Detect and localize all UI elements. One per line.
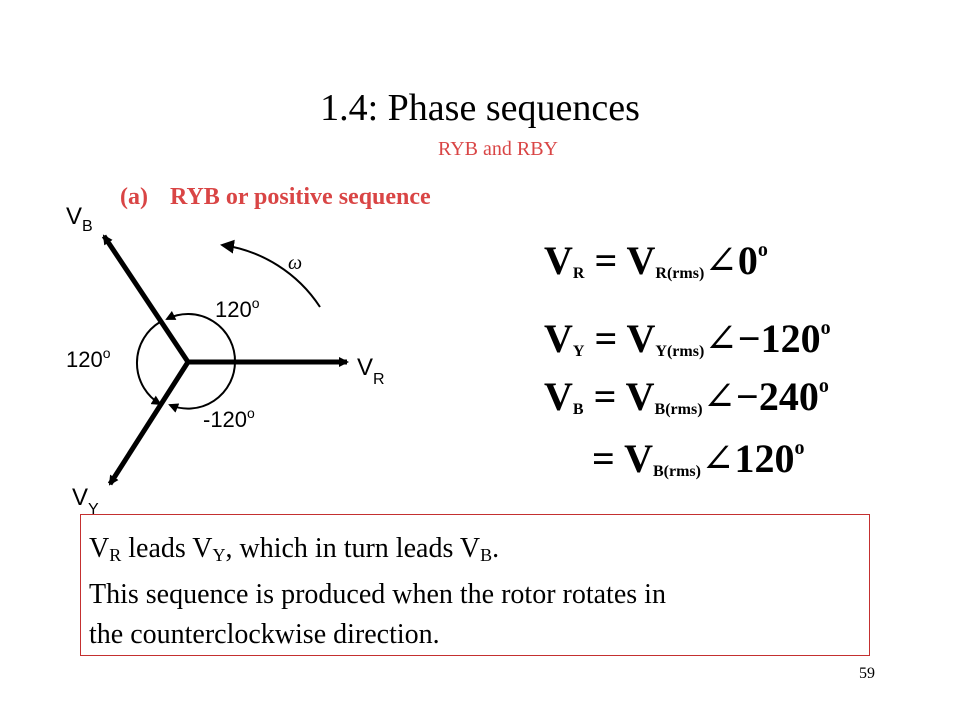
- angle-symbol: ∠: [704, 238, 738, 283]
- note-sub: Y: [212, 545, 226, 565]
- eq-rhs: V: [626, 316, 656, 361]
- eq-angle: 0: [737, 238, 758, 283]
- eq-rhs-sub: B(rms): [654, 401, 703, 418]
- eq-rhs-sub: Y(rms): [655, 343, 705, 360]
- eq-lhs-sub: R: [572, 265, 585, 282]
- note-sub: B: [480, 545, 493, 565]
- page-number: 59: [859, 665, 875, 682]
- note-text: .: [492, 533, 500, 564]
- eq-degree: o: [757, 239, 768, 261]
- eq-lhs: V: [544, 374, 573, 419]
- eq-degree: o: [820, 317, 831, 339]
- slide-title: 1.4: Phase sequences: [320, 87, 640, 129]
- phasor-vb-arrow: [101, 234, 191, 364]
- note-line-1: VR leads VY, which in turn leads VB.: [89, 529, 869, 575]
- eq-lhs: V: [544, 238, 573, 283]
- sequence-heading: (a) RYB or positive sequence: [120, 184, 431, 211]
- slide-subtitle: RYB and RBY: [437, 138, 559, 160]
- angle-symbol: ∠: [704, 316, 738, 361]
- note-text: leads V: [121, 533, 213, 564]
- label-omega: ω: [288, 252, 302, 274]
- eq-rhs: V: [625, 374, 655, 419]
- label-vr: VR: [357, 354, 385, 388]
- eq-degree: o: [794, 437, 805, 459]
- angle-arc-upper: [165, 310, 237, 363]
- heading-tag: (a): [120, 184, 148, 210]
- eq-rhs: V: [626, 238, 656, 283]
- heading-text: RYB or positive sequence: [169, 184, 431, 210]
- eq-angle: −120: [737, 316, 821, 361]
- angle-arc-left: [135, 321, 162, 406]
- angle-symbol: ∠: [700, 436, 735, 481]
- eq-rhs-sub: R(rms): [655, 265, 705, 282]
- label-angle-lower: -120o: [203, 405, 255, 432]
- angle-symbol: ∠: [702, 374, 737, 419]
- eq-angle: 120: [734, 436, 795, 481]
- angle-arc-lower: [168, 361, 236, 413]
- note-text: V: [89, 533, 110, 564]
- equation-vr: VR = VR(rms)∠0o: [544, 238, 768, 283]
- label-vb: VB: [66, 203, 93, 235]
- eq-lhs: V: [544, 316, 573, 361]
- eq-lhs-sub: B: [572, 401, 584, 418]
- equation-vb: VB = VB(rms)∠−240o: [544, 374, 829, 419]
- eq-rhs-sub: B(rms): [652, 463, 701, 480]
- rotation-arc: [220, 239, 321, 308]
- label-angle-left: 120o: [66, 345, 111, 372]
- note-line-2: This sequence is produced when the rotor…: [89, 579, 666, 610]
- label-vy: VY: [72, 484, 99, 518]
- eq-lhs-sub: Y: [572, 343, 585, 360]
- note-text: , which in turn leads V: [225, 533, 481, 564]
- eq-angle: −240: [736, 374, 819, 419]
- note-line-3: the counterclockwise direction.: [89, 619, 440, 650]
- phasor-vy-arrow: [107, 360, 191, 486]
- label-angle-upper: 120o: [215, 295, 260, 322]
- eq-degree: o: [818, 375, 829, 397]
- eq-rhs: V: [624, 436, 653, 481]
- equation-vy: VY = VY(rms)∠−120o: [544, 316, 831, 361]
- equation-vb-equivalent: = VB(rms)∠120o: [592, 436, 805, 481]
- note-box: VR leads VY, which in turn leads VB. Thi…: [80, 514, 870, 656]
- note-sub: R: [109, 545, 122, 565]
